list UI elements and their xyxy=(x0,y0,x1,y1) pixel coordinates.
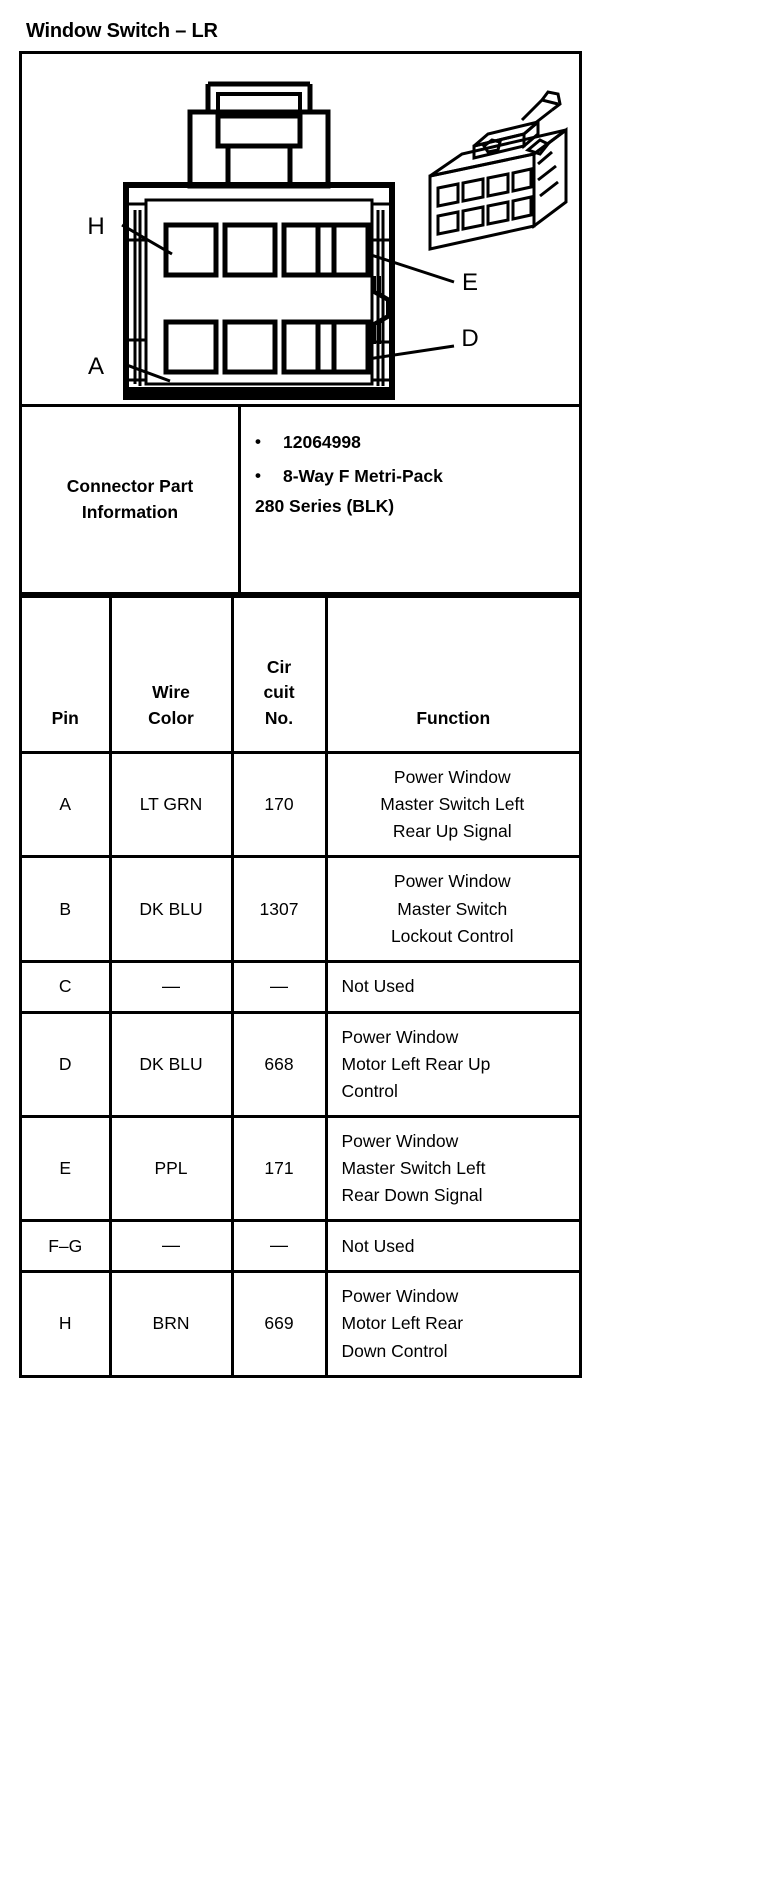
function-line: Motor Left Rear xyxy=(341,1313,464,1334)
cell-wire-color: DK BLU xyxy=(108,1010,234,1119)
cell-pin: F–G xyxy=(22,1219,112,1274)
cell-wire-color: LT GRN xyxy=(108,750,234,859)
function-line: Master Switch Left xyxy=(341,1158,486,1179)
cell-circuit-no: 171 xyxy=(230,1115,328,1223)
connector-part-information-row: Connector Part Information • 12064998 • … xyxy=(22,407,579,595)
page-title: Window Switch – LR xyxy=(26,20,218,42)
cell-wire-color: BRN xyxy=(108,1270,234,1375)
column-header-pin: Pin xyxy=(22,595,112,753)
function-line: Master Switch Left xyxy=(380,794,525,815)
connector-part-information-values: • 12064998 • 8-Way F Metri-Pack 280 Seri… xyxy=(241,407,579,592)
cell-wire-color: — xyxy=(108,1219,234,1274)
function-line: Down Control xyxy=(341,1340,448,1361)
function-line: Power Window xyxy=(341,1026,459,1047)
connector-part-information-label: Connector Part Information xyxy=(22,407,241,592)
circuit-line3: No. xyxy=(264,707,294,728)
cell-pin: A xyxy=(22,750,112,859)
cell-pin: E xyxy=(22,1115,112,1223)
table-row: F–G——Not Used xyxy=(22,1219,579,1274)
column-header-function: Function xyxy=(324,595,579,753)
cell-circuit-no: — xyxy=(230,959,328,1014)
function-line: Control xyxy=(341,1080,398,1101)
connector-series: 280 Series (BLK) xyxy=(255,495,395,516)
function-line: Not Used xyxy=(341,1235,415,1256)
function-line: Power Window xyxy=(393,871,511,892)
function-line: Power Window xyxy=(341,1286,459,1307)
circuit-line2: cuit xyxy=(263,682,295,703)
cell-circuit-no: 668 xyxy=(230,1010,328,1119)
function-line: Lockout Control xyxy=(390,925,514,946)
table-header-row: Pin Wire Color Cir cuit No. Function xyxy=(22,595,579,753)
cell-function: Not Used xyxy=(324,959,579,1014)
callout-label-a: A xyxy=(88,353,104,380)
column-header-circuit-no: Cir cuit No. xyxy=(230,595,328,753)
cell-circuit-no: 170 xyxy=(230,750,328,859)
callout-label-d: D xyxy=(461,325,478,352)
function-line: Not Used xyxy=(341,976,415,997)
cell-pin: D xyxy=(22,1010,112,1119)
function-line: Motor Left Rear Up xyxy=(341,1053,491,1074)
cell-wire-color: DK BLU xyxy=(108,855,234,963)
callout-label-h: H xyxy=(87,213,104,240)
bullet-icon: • xyxy=(255,466,261,486)
part-number: 12064998 xyxy=(283,432,361,452)
cell-pin: H xyxy=(22,1270,112,1375)
function-line: Power Window xyxy=(393,767,511,787)
cell-circuit-no: 669 xyxy=(230,1270,328,1375)
list-item: • 12064998 xyxy=(255,432,569,452)
cell-pin: B xyxy=(22,855,112,963)
table-row: C——Not Used xyxy=(22,959,579,1014)
wire-color-line1: Wire xyxy=(152,682,190,703)
cell-wire-color: PPL xyxy=(108,1115,234,1223)
cell-circuit-no: — xyxy=(230,1219,328,1274)
connector-drawing-svg: H E A D xyxy=(87,81,568,400)
function-line: Rear Down Signal xyxy=(341,1185,483,1206)
cell-pin: C xyxy=(22,959,112,1014)
connector-illustration: H E A D xyxy=(22,54,579,407)
connector-type: 8-Way F Metri-Pack xyxy=(283,466,443,487)
column-header-wire-color: Wire Color xyxy=(108,595,234,753)
function-line: Power Window xyxy=(341,1131,459,1152)
callout-label-e: E xyxy=(462,269,478,296)
bullet-icon: • xyxy=(255,432,261,451)
cpi-label-line1: Connector Part xyxy=(66,476,194,497)
cpi-label-line2: Information xyxy=(81,501,179,522)
function-line: Master Switch xyxy=(397,898,508,919)
cell-wire-color: — xyxy=(108,959,234,1014)
function-line: Rear Up Signal xyxy=(392,821,512,842)
cell-circuit-no: 1307 xyxy=(230,855,328,963)
connector-info-block: H E A D Connector Part Information • 120… xyxy=(19,51,582,1378)
list-item: • 8-Way F Metri-Pack xyxy=(255,466,569,487)
cell-function: Not Used xyxy=(324,1219,579,1274)
circuit-line1: Cir xyxy=(266,656,292,677)
wire-color-line2: Color xyxy=(148,707,194,728)
